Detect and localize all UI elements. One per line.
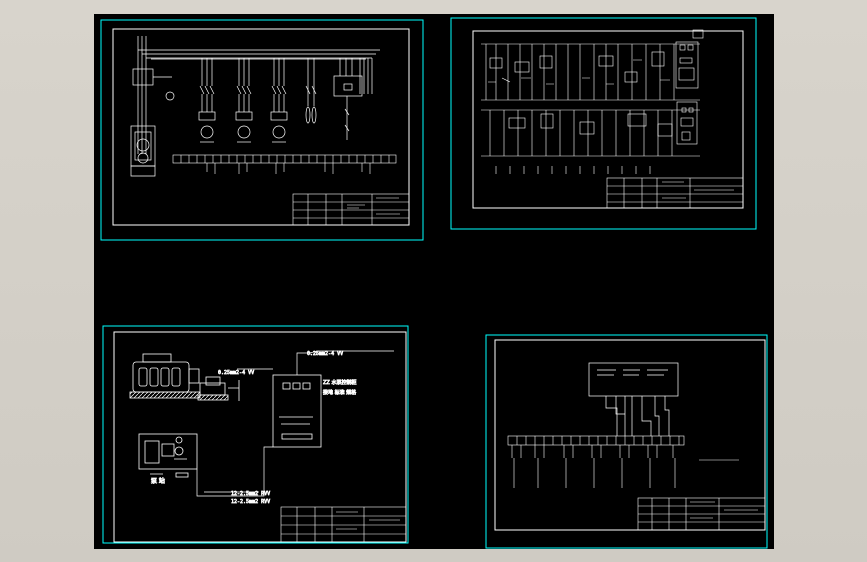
svg-text:ZZ 水泵控制柜: ZZ 水泵控制柜 — [323, 379, 356, 386]
pump-station: 泵 站 — [138, 433, 198, 485]
svg-text:12-2.5mm2 RVV: 12-2.5mm2 RVV — [231, 499, 270, 505]
cad-model-space[interactable]: 泵 站 12-2.5mm2 RVV — [94, 14, 774, 549]
cable-routes: 12-2.5mm2 RVV 12-2.5mm2 RVV 0.25mm2-4 VV… — [196, 350, 394, 505]
terminal-strip — [172, 154, 397, 174]
svg-text:12-2.5mm2 RVV: 12-2.5mm2 RVV — [231, 491, 270, 497]
motor-assembly — [129, 353, 240, 401]
title-block-terminal — [637, 497, 766, 531]
control-side-panel — [675, 29, 704, 145]
sheet-control-circuit[interactable] — [450, 17, 757, 230]
control-ladder-lower — [481, 109, 700, 174]
svg-text:泵 站: 泵 站 — [151, 477, 165, 485]
svg-text:0.25mm2-4 VV: 0.25mm2-4 VV — [218, 370, 254, 376]
sheet-terminal-wiring[interactable] — [485, 334, 768, 549]
main-bus-lines — [137, 36, 380, 154]
terminal-block-row — [507, 435, 739, 488]
sheet-equipment-layout[interactable]: 泵 站 12-2.5mm2 RVV — [102, 325, 409, 544]
sheet-main-circuit[interactable] — [100, 19, 424, 241]
drawing-canvas: 泵 站 12-2.5mm2 RVV — [100, 17, 768, 549]
title-block-layout — [280, 506, 407, 543]
svg-text:接地 标准 规格: 接地 标准 规格 — [323, 389, 356, 396]
title-block-main — [292, 193, 410, 226]
control-cabinet — [272, 374, 322, 448]
branch-circuits — [198, 58, 373, 143]
title-block-control — [606, 177, 744, 209]
relay-box — [588, 362, 679, 436]
svg-text:0.25mm2-4 VV: 0.25mm2-4 VV — [307, 351, 343, 357]
source-motor — [130, 68, 175, 177]
control-ladder-upper — [481, 43, 700, 101]
